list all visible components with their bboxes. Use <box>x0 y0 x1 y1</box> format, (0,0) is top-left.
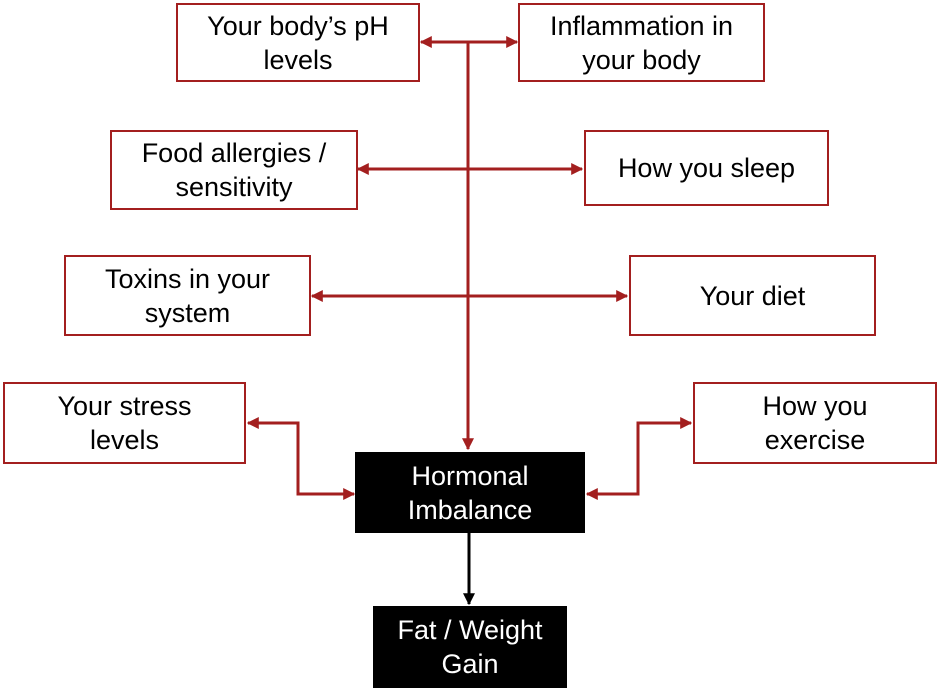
connector-stress <box>246 417 356 500</box>
factor-toxins-label: Toxins in your system <box>104 263 271 328</box>
factor-ph-label: Your body’s pH levels <box>207 10 389 75</box>
fat-weight-gain-label: Fat / Weight Gain <box>397 615 543 679</box>
factor-inflammation-box: Inflammation in your body <box>518 3 765 82</box>
connector-exercise <box>585 417 693 500</box>
factor-exercise-box: How you exercise <box>693 382 937 464</box>
factor-diet-box: Your diet <box>629 255 876 336</box>
factor-stress-box: Your stress levels <box>3 382 246 464</box>
fat-weight-gain-box: Fat / Weight Gain <box>373 606 567 688</box>
factor-exercise-label: How you exercise <box>762 391 868 455</box>
factor-inflammation-label: Inflammation in your body <box>549 10 734 75</box>
hormonal-imbalance-label: Hormonal Imbalance <box>407 460 533 525</box>
factor-stress-label: Your stress levels <box>57 391 192 455</box>
factor-allergies-box: Food allergies / sensitivity <box>110 130 358 210</box>
factor-sleep-box: How you sleep <box>584 130 829 206</box>
factor-allergies-label: Food allergies / sensitivity <box>141 138 327 202</box>
factor-toxins-box: Toxins in your system <box>64 255 311 336</box>
hormonal-imbalance-box: Hormonal Imbalance <box>355 452 585 533</box>
factor-ph-box: Your body’s pH levels <box>176 3 420 82</box>
factor-sleep-label: How you sleep <box>617 153 796 183</box>
factor-diet-label: Your diet <box>699 280 806 311</box>
